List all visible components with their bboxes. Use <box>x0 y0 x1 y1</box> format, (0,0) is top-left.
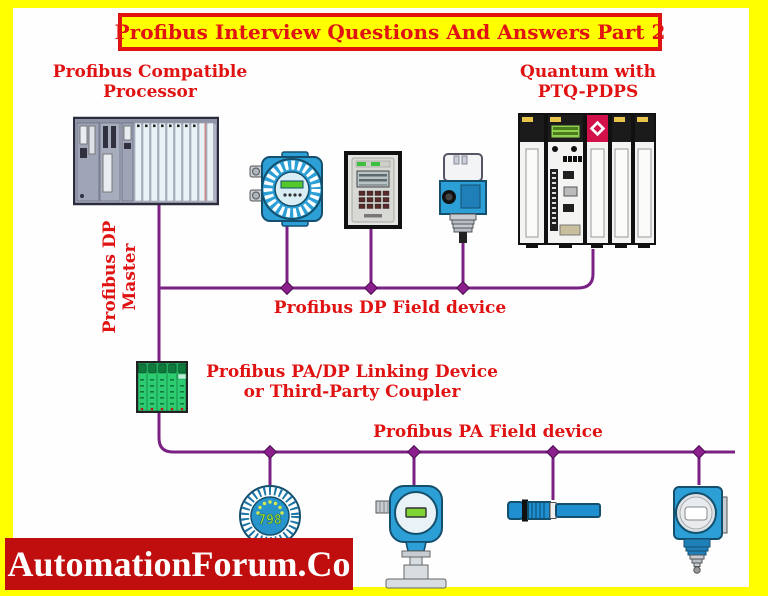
site-logo: AutomationForum.Co <box>5 538 353 590</box>
processor-label: Profibus Compatible Processor <box>52 62 248 103</box>
flow-meter-device-image <box>249 151 323 227</box>
radar-transmitter-device-image <box>375 485 447 589</box>
pa-bus-line <box>157 203 735 454</box>
level-transmitter-device-image <box>673 486 728 574</box>
pa-dp-coupler-image <box>136 361 188 413</box>
valve-actuator-device-image <box>439 153 487 243</box>
site-logo-text: AutomationForum.Co <box>7 544 351 584</box>
profibus-processor-rack-image <box>73 116 219 206</box>
paper-background <box>13 8 749 587</box>
dp-master-label: Profibus DP Master <box>100 220 141 334</box>
coupler-label: Profibus PA/DP Linking Device or Third-P… <box>206 362 498 403</box>
quantum-label: Quantum with PTQ-PDPS <box>520 62 656 103</box>
dp-bus-line <box>159 249 595 290</box>
page-title: Profibus Interview Questions And Answers… <box>114 20 666 44</box>
dp-field-device-label: Profibus DP Field device <box>273 298 507 318</box>
quantum-plc-rack-image <box>518 113 656 248</box>
bus-junction-dots <box>262 280 707 460</box>
pa-field-device-label: Profibus PA Field device <box>373 422 603 442</box>
cylindrical-sensor-device-image <box>507 499 601 522</box>
title-banner: Profibus Interview Questions And Answers… <box>115 13 665 51</box>
gauge-reading-value: 798 <box>258 513 282 528</box>
operator-panel-device-image <box>344 151 402 229</box>
